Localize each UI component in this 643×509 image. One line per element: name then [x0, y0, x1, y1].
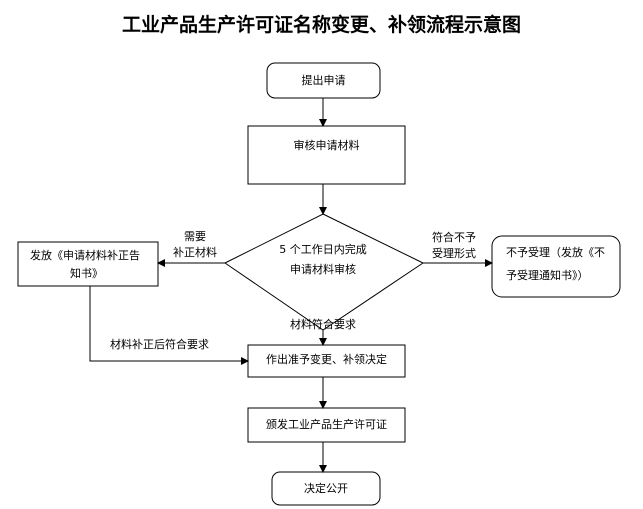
- node-issue-license: [247, 407, 406, 443]
- edge-label-materials-ok: 材料符合要求: [290, 318, 356, 331]
- edge-label-reject-cond-2: 受理形式: [432, 247, 476, 260]
- edge-supplement-approve: [89, 286, 249, 365]
- node-review-materials: [247, 125, 406, 185]
- node-publish-label: 决定公开: [304, 482, 348, 495]
- node-approve-decision-label: 作出准予变更、补领决定: [266, 353, 387, 366]
- edge-label-reject-cond-1: 符合不予: [432, 231, 476, 244]
- supplement-notice-line1: 发放《申请材料补正告: [30, 249, 140, 262]
- node-review-materials-label: 审核申请材料: [293, 139, 360, 152]
- reject-line2: 予受理通知书》）: [506, 269, 589, 282]
- supplement-notice-line2: 知书》: [70, 267, 103, 280]
- node-submit-label: 提出申请: [301, 74, 346, 87]
- node-supplement-notice: [17, 241, 159, 287]
- decision-label-line2: 申请材料审核: [290, 263, 356, 276]
- edge-label-need-supplement-1: 需要: [184, 230, 206, 243]
- edge-label-after-supplement: 材料补正后符合要求: [110, 338, 209, 351]
- decision-label-line1: 5 个工作日内完成: [279, 243, 367, 256]
- page-title: 工业产品生产许可证名称变更、补领流程示意图: [121, 14, 521, 36]
- node-issue-license-label: 颁发工业产品生产许可证: [266, 418, 387, 431]
- reject-line1: 不予受理（发放《不: [506, 246, 605, 259]
- edge-label-need-supplement-2: 补正材料: [173, 246, 217, 259]
